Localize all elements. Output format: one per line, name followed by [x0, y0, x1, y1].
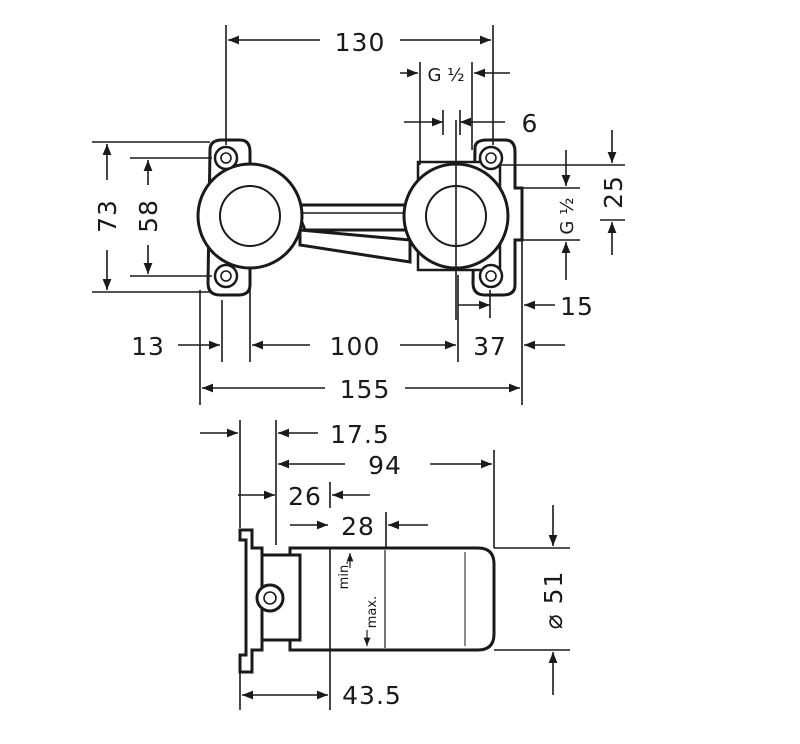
hole-top-left-inner [220, 152, 232, 164]
label-155: 155 [340, 375, 391, 404]
label-6: 6 [522, 109, 539, 138]
label-g-top: G ½ [427, 65, 464, 86]
side-port-inner [263, 591, 277, 605]
label-min: min. [337, 561, 352, 590]
label-g-side: G ½ [557, 197, 578, 234]
side-flange [238, 528, 264, 674]
label-diameter-51: ⌀ 51 [539, 571, 568, 630]
label-73: 73 [93, 199, 122, 233]
label-17-5: 17.5 [330, 420, 390, 449]
label-26: 26 [288, 482, 322, 511]
left-valve-inner [219, 185, 281, 247]
label-100: 100 [330, 332, 381, 361]
hole-bottom-right [478, 263, 504, 289]
bridge-lower [298, 228, 412, 264]
top-view: 130 G ½ 6 73 58 25 G ½ 15 13 100 37 155 [92, 25, 628, 405]
side-port [255, 583, 285, 613]
label-58: 58 [134, 199, 163, 233]
cylinder-body [288, 546, 496, 652]
label-94: 94 [368, 451, 402, 480]
label-15: 15 [560, 292, 594, 321]
hole-bottom-left [213, 263, 239, 289]
label-28: 28 [341, 512, 375, 541]
side-view: 17.5 94 26 28 43.5 ⌀ 51 min. max. [200, 420, 570, 710]
label-37: 37 [473, 332, 507, 361]
label-43-5: 43.5 [342, 681, 402, 710]
hole-bottom-right-inner [485, 270, 497, 282]
label-25: 25 [599, 175, 628, 209]
bridge-pipe [292, 203, 417, 232]
hole-bottom-left-inner [220, 270, 232, 282]
hole-top-left [213, 145, 239, 171]
hole-top-right [478, 145, 504, 171]
label-max: max. [365, 596, 380, 628]
label-13: 13 [131, 332, 165, 361]
hole-top-right-inner [485, 152, 497, 164]
label-130: 130 [335, 28, 386, 57]
